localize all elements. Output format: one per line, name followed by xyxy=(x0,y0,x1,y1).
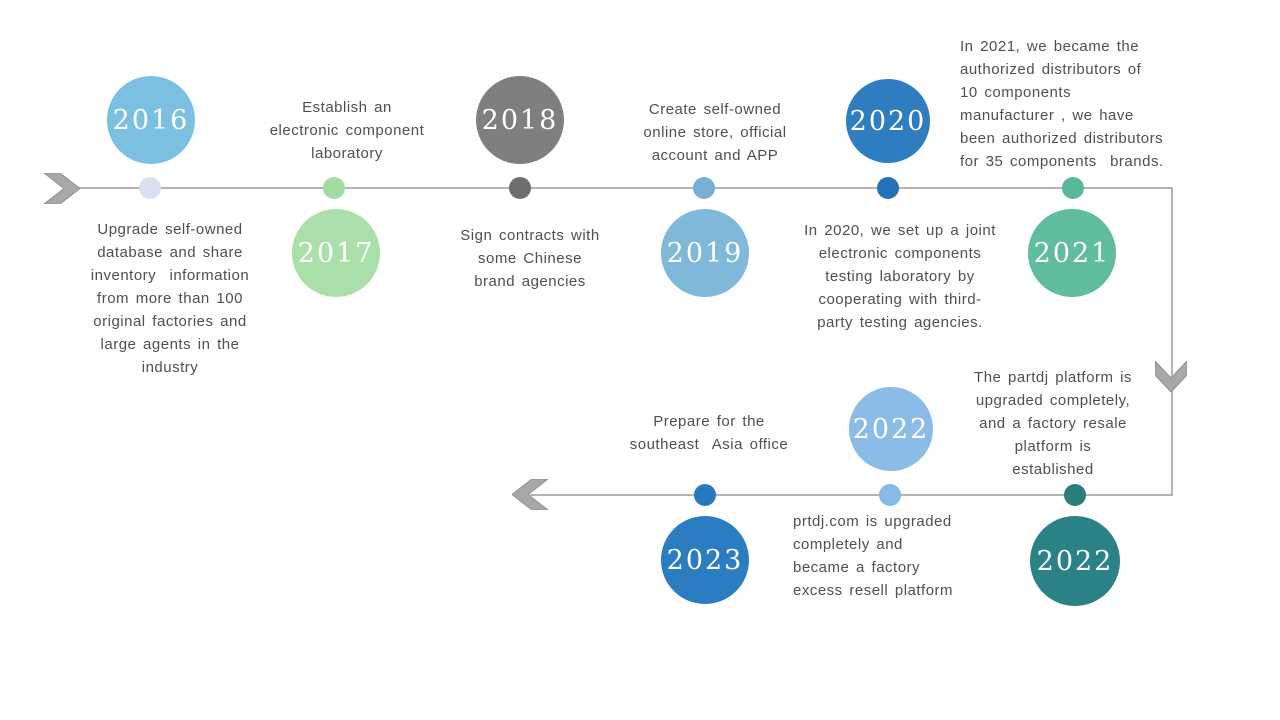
milestone-desc-2020: In 2020, we set up a joint electronic co… xyxy=(804,222,996,331)
milestone-desc-2021: In 2021, we became the authorized distri… xyxy=(960,38,1164,170)
timeline-dot-2023 xyxy=(694,484,716,506)
year-circle-2016: 2016 xyxy=(107,76,195,164)
timeline-line-bottom xyxy=(530,494,1173,496)
timeline-dot-2022-excess-resell xyxy=(879,484,901,506)
arrow-right-icon xyxy=(42,172,81,209)
arrow-left-icon xyxy=(511,478,550,515)
timeline-dot-2022-factory-resale xyxy=(1064,484,1086,506)
milestone-desc-2022-factory-resale: The partdj platform is upgraded complete… xyxy=(974,369,1132,478)
milestone-desc-2016: Upgrade self-owned database and share in… xyxy=(90,221,250,376)
year-circle-2022-excess-resell: 2022 xyxy=(849,387,933,471)
milestone-desc-2022-excess-resell: prtdj.com is upgraded completely and bec… xyxy=(793,513,954,599)
year-circle-2019: 2019 xyxy=(661,209,749,297)
timeline-dot-2019 xyxy=(693,177,715,199)
milestone-desc-2018: Sign contracts with some Chinese brand a… xyxy=(460,227,600,290)
timeline-dot-2020 xyxy=(877,177,899,199)
timeline-line-vertical xyxy=(1171,187,1173,496)
year-circle-2023: 2023 xyxy=(661,516,749,604)
milestone-desc-2019: Create self-owned online store, official… xyxy=(643,101,787,164)
year-circle-2020: 2020 xyxy=(846,79,930,163)
year-circle-2017: 2017 xyxy=(292,209,380,297)
timeline-dot-2021 xyxy=(1062,177,1084,199)
year-circle-2021: 2021 xyxy=(1028,209,1116,297)
milestone-desc-2023: Prepare for the southeast Asia office xyxy=(629,413,789,453)
timeline-dot-2018 xyxy=(509,177,531,199)
timeline-dot-2017 xyxy=(323,177,345,199)
timeline-line-top xyxy=(74,187,1173,189)
year-circle-2018: 2018 xyxy=(476,76,564,164)
milestone-desc-2017: Establish an electronic component labora… xyxy=(269,99,425,162)
timeline-dot-2016 xyxy=(139,177,161,199)
year-circle-2022-factory-resale: 2022 xyxy=(1030,516,1120,606)
